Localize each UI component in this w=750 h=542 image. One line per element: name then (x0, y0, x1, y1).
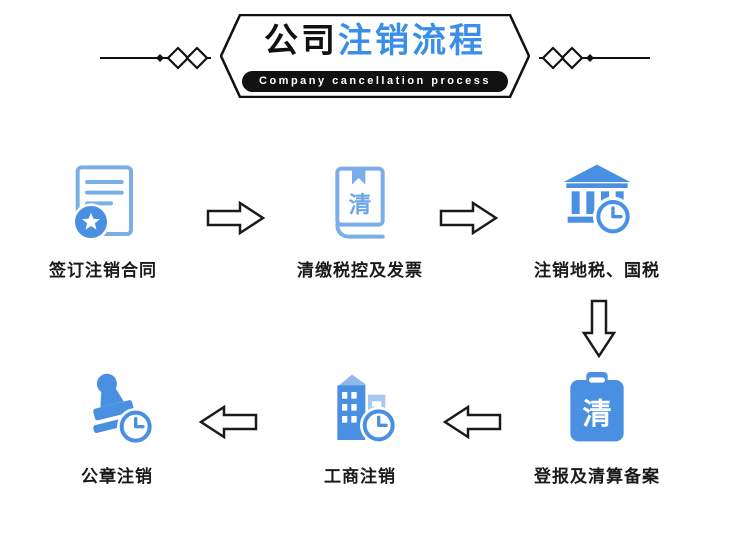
step-cancel-tax-registration: 注销地税、国税 (517, 162, 677, 281)
book-icon: 清 (280, 162, 440, 248)
left-diamond-ornament (100, 46, 211, 70)
arrow-down-icon (581, 299, 617, 359)
bank-icon (517, 162, 677, 248)
step-label: 工商注销 (324, 467, 396, 486)
arrow-left-icon (442, 404, 502, 440)
step-label: 公章注销 (81, 467, 153, 486)
step-label: 清缴税控及发票 (297, 261, 423, 280)
page-title-prefix: 公司 (264, 22, 338, 60)
stamp-icon (37, 368, 197, 454)
page-title: 公司注销流程 (220, 24, 530, 58)
step-sign-contract: 签订注销合同 (23, 162, 183, 281)
step-liquidation-filing: 清 登报及清算备案 (517, 368, 677, 487)
step-label: 注销地税、国税 (534, 261, 660, 280)
step-seal-cancellation: 公章注销 (37, 368, 197, 487)
step-clear-tax-invoice: 清 清缴税控及发票 (280, 162, 440, 281)
title-banner: 公司注销流程 Company cancellation process (220, 14, 530, 98)
page-subtitle: Company cancellation process (242, 71, 508, 92)
arrow-right-icon (439, 200, 499, 236)
right-diamond-ornament (539, 46, 650, 70)
step-label: 签订注销合同 (49, 261, 157, 280)
page-title-accent: 注销流程 (338, 22, 486, 60)
clipboard-icon: 清 (517, 368, 677, 454)
book-glyph: 清 (349, 192, 372, 218)
arrow-right-icon (206, 200, 266, 236)
clipboard-glyph: 清 (582, 398, 611, 431)
step-label: 登报及清算备案 (534, 467, 660, 486)
contract-icon (23, 162, 183, 248)
arrow-left-icon (198, 404, 258, 440)
building-icon (280, 368, 440, 454)
step-business-cancellation: 工商注销 (280, 368, 440, 487)
